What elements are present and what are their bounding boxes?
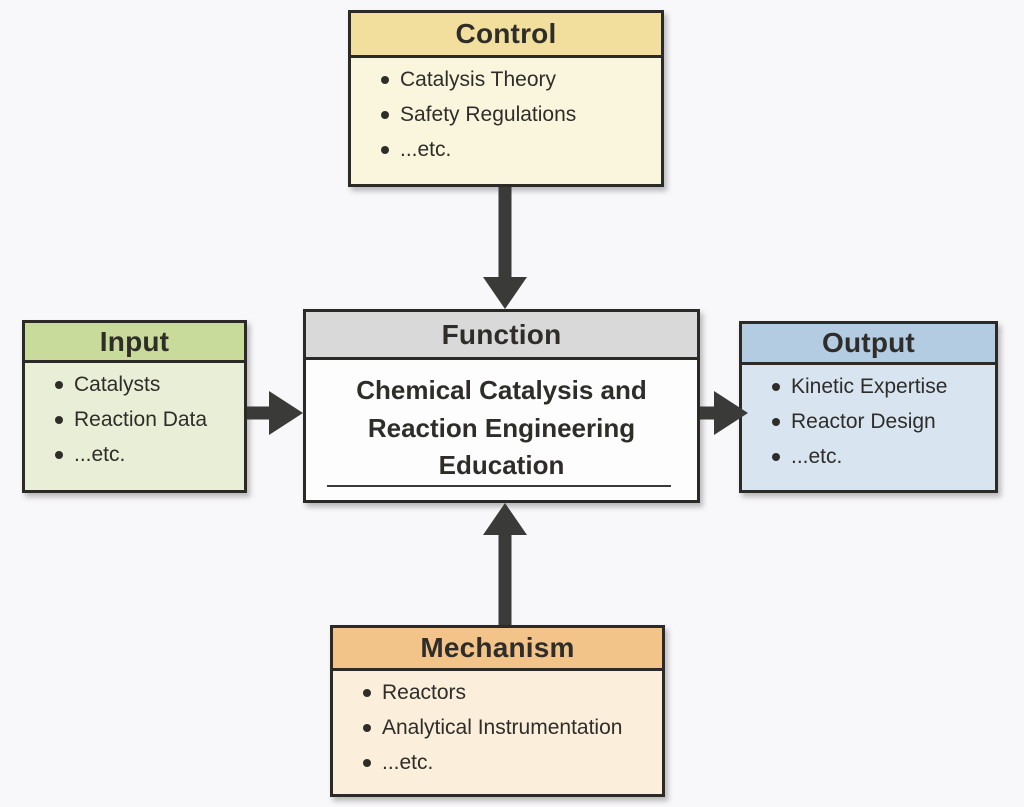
control-box-header: Control: [351, 13, 661, 58]
control-box-body: Catalysis Theory Safety Regulations ...e…: [351, 58, 661, 184]
input-box: Input Catalysts Reaction Data ...etc.: [22, 320, 247, 493]
list-item: ...etc.: [363, 752, 654, 774]
list-item: Reactors: [363, 681, 654, 704]
output-item-list: Kinetic Expertise Reactor Design ...etc.: [742, 365, 995, 468]
list-item-label: ...etc.: [400, 138, 452, 162]
mechanism-box-header: Mechanism: [333, 628, 662, 671]
list-item-label: Reactor Design: [791, 410, 936, 434]
output-box-body: Kinetic Expertise Reactor Design ...etc.: [742, 365, 995, 490]
arrow-mechanism-to-function-up-icon: [483, 503, 527, 625]
list-item: Analytical Instrumentation: [363, 717, 654, 739]
arrow-function-to-output-right-icon: [700, 391, 748, 435]
list-item: Kinetic Expertise: [772, 375, 987, 398]
bullet-icon: [363, 724, 371, 733]
list-item-label: ...etc.: [791, 445, 843, 469]
function-box-header: Function: [306, 312, 697, 360]
bullet-icon: [55, 381, 63, 389]
list-item-label: Reactors: [382, 681, 467, 704]
control-box: Control Catalysis Theory Safety Regulati…: [348, 10, 664, 187]
list-item-label: Reaction Data: [74, 408, 208, 432]
list-item: Safety Regulations: [381, 104, 653, 126]
input-box-header: Input: [25, 323, 244, 363]
list-item: Catalysts: [55, 373, 236, 396]
output-box: Output Kinetic Expertise Reactor Design …: [739, 321, 998, 493]
list-item-label: Catalysts: [74, 373, 161, 396]
list-item-label: Catalysis Theory: [400, 68, 557, 91]
function-box-body: Chemical Catalysis and Reaction Engineer…: [306, 360, 697, 500]
bullet-icon: [363, 759, 371, 768]
bullet-icon: [55, 416, 63, 425]
mechanism-box-title: Mechanism: [420, 632, 575, 663]
list-item: ...etc.: [55, 444, 236, 466]
arrow-control-to-function-down-icon: [483, 187, 527, 309]
bullet-icon: [363, 689, 371, 697]
bullet-icon: [772, 418, 780, 427]
arrow-input-to-function-right-icon: [247, 391, 303, 435]
list-item: ...etc.: [381, 139, 653, 161]
function-underline: [327, 485, 671, 487]
list-item: Reactor Design: [772, 411, 987, 433]
list-item-label: Analytical Instrumentation: [382, 716, 623, 740]
list-item-label: Safety Regulations: [400, 103, 577, 127]
mechanism-box: Mechanism Reactors Analytical Instrument…: [330, 625, 665, 797]
bullet-icon: [381, 111, 389, 120]
control-box-title: Control: [455, 18, 557, 49]
output-box-title: Output: [822, 327, 915, 358]
list-item: Catalysis Theory: [381, 68, 653, 91]
function-label: Chemical Catalysis and Reaction Engineer…: [356, 375, 647, 481]
bullet-icon: [55, 451, 63, 460]
input-box-body: Catalysts Reaction Data ...etc.: [25, 363, 244, 490]
bullet-icon: [381, 146, 389, 155]
input-item-list: Catalysts Reaction Data ...etc.: [25, 363, 244, 466]
bullet-icon: [772, 453, 780, 462]
bullet-icon: [381, 76, 389, 84]
output-box-header: Output: [742, 324, 995, 365]
input-box-title: Input: [99, 325, 170, 357]
mechanism-box-body: Reactors Analytical Instrumentation ...e…: [333, 671, 662, 794]
list-item: ...etc.: [772, 446, 987, 468]
function-box-title: Function: [441, 318, 562, 350]
list-item: Reaction Data: [55, 409, 236, 431]
list-item-label: Kinetic Expertise: [791, 375, 948, 398]
control-item-list: Catalysis Theory Safety Regulations ...e…: [351, 58, 661, 161]
mechanism-item-list: Reactors Analytical Instrumentation ...e…: [333, 671, 662, 774]
list-item-label: ...etc.: [74, 443, 126, 467]
bullet-icon: [772, 383, 780, 391]
list-item-label: ...etc.: [382, 751, 434, 775]
function-box: Function Chemical Catalysis and Reaction…: [303, 309, 700, 503]
